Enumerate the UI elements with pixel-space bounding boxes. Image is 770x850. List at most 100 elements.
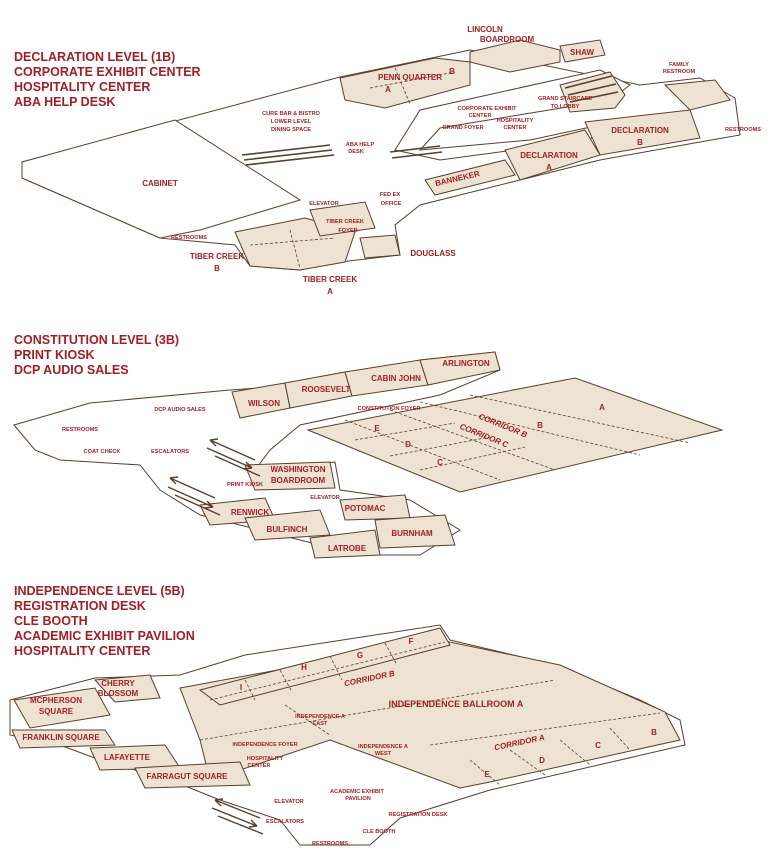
room-penn-quarter (339, 57, 471, 109)
label-escalators: ESCALATORS (266, 819, 304, 825)
label-family-restroom-1: FAMILY (669, 62, 689, 68)
label-elevator: ELEVATOR (274, 799, 304, 805)
independence-level: INDEPENDENCE LEVEL (5B) REGISTRATION DES… (9, 584, 686, 847)
label-tiber-creek-b-1: TIBER CREEK (190, 252, 244, 261)
label-lafayette: LAFAYETTE (104, 753, 151, 762)
label-washington-boardroom-2: BOARDROOM (271, 476, 326, 485)
label-salon-f: F (409, 637, 414, 646)
label-tiber-creek-foyer-2: FOYER (338, 228, 357, 234)
room-declaration-b (584, 109, 701, 156)
label-tiber-creek-a-2: A (327, 287, 333, 296)
label-cure-bar-1: CURE BAR & BISTRO (262, 111, 320, 117)
label-washington-boardroom-1: WASHINGTON (271, 465, 326, 474)
level-5b-subtitle-4: HOSPITALITY CENTER (14, 644, 150, 658)
label-hospitality-center-2: CENTER (248, 763, 271, 769)
label-independence-foyer: INDEPENDENCE FOYER (232, 742, 297, 748)
room-washington-boardroom (244, 461, 336, 491)
label-roosevelt: ROOSEVELT (302, 385, 351, 394)
label-potomac: POTOMAC (345, 504, 386, 513)
label-fedex-office-2: OFFICE (381, 201, 402, 207)
room-cherry-blossom (93, 674, 161, 703)
label-mcpherson-square-1: MCPHERSON (30, 696, 82, 705)
label-corporate-exhibit-center-1: CORPORATE EXHIBIT (458, 106, 518, 112)
label-aba-help-desk-2: DESK (348, 149, 364, 155)
label-independence-a-west-2: WEST (375, 751, 392, 757)
label-print-kiosk: PRINT KIOSK (227, 482, 263, 488)
label-coat-check: COAT CHECK (84, 449, 121, 455)
label-burnham: BURNHAM (391, 529, 433, 538)
room-salons-f-to-i (198, 627, 451, 706)
room-bulfinch (244, 509, 331, 541)
label-grand-foyer: GRAND FOYER (442, 125, 483, 131)
label-room-e: E (374, 424, 380, 433)
label-room-e: E (484, 770, 490, 779)
label-grand-staircase-2: TO LOBBY (551, 104, 580, 110)
label-declaration-b-2: B (637, 138, 643, 147)
label-penn-a: A (385, 85, 391, 94)
label-lincoln-boardroom-2: BOARDROOM (480, 35, 535, 44)
label-tiber-creek-a-1: TIBER CREEK (303, 275, 357, 284)
constitution-level: CONSTITUTION LEVEL (3B) PRINT KIOSK DCP … (13, 333, 724, 559)
label-independence-a-east-2: EAST (313, 721, 329, 727)
label-fedex-office-1: FED EX (380, 192, 400, 198)
label-elevator: ELEVATOR (309, 201, 339, 207)
level-1b-title: DECLARATION LEVEL (1B) (14, 50, 175, 64)
label-room-a: A (599, 403, 605, 412)
label-family-restroom-2: RESTROOM (663, 69, 696, 75)
label-escalators: ESCALATORS (151, 449, 189, 455)
label-latrobe: LATROBE (328, 544, 367, 553)
room-banneker (424, 159, 516, 196)
label-salon-i: I (240, 683, 242, 692)
label-declaration-a-1: DECLARATION (520, 151, 578, 160)
label-elevator: ELEVATOR (310, 495, 340, 501)
level-5b-title: INDEPENDENCE LEVEL (5B) (14, 584, 185, 598)
label-hospitality-center-1: HOSPITALITY (497, 118, 534, 124)
declaration-level: DECLARATION LEVEL (1B) CORPORATE EXHIBIT… (14, 25, 761, 296)
room-douglass (359, 234, 401, 259)
label-tiber-creek-b-2: B (214, 264, 220, 273)
label-penn-b: B (449, 67, 455, 76)
label-penn-quarter: PENN QUARTER (378, 73, 442, 82)
label-corporate-exhibit-center-2: CENTER (469, 113, 492, 119)
label-cherry-blossom-2: BLOSSOM (98, 689, 139, 698)
label-cure-bar-3: DINING SPACE (271, 127, 311, 133)
label-aba-help-desk-1: ABA HELP (346, 142, 375, 148)
room-burnham (374, 514, 456, 549)
level-5b-escalator-arrows (211, 798, 264, 835)
level-5b-subtitle-1: REGISTRATION DESK (14, 599, 146, 613)
label-shaw: SHAW (570, 48, 594, 57)
room-family-restroom (663, 79, 731, 111)
label-mcpherson-square-2: SQUARE (39, 707, 74, 716)
label-cherry-blossom-1: CHERRY (101, 679, 135, 688)
label-cabin-john: CABIN JOHN (371, 374, 421, 383)
room-shaw (559, 39, 606, 63)
grand-staircase-steps (559, 71, 626, 113)
level-3b-title: CONSTITUTION LEVEL (3B) (14, 333, 179, 347)
label-restrooms-right: RESTROOMS (725, 127, 761, 133)
label-room-d: D (539, 756, 545, 765)
label-hospitality-center-1: HOSPITALITY (247, 756, 284, 762)
level-5b-subtitle-3: ACADEMIC EXHIBIT PAVILION (14, 629, 195, 643)
label-academic-exhibit-pavilion-1: ACADEMIC EXHIBIT (330, 789, 384, 795)
label-douglass: DOUGLASS (410, 249, 456, 258)
label-tiber-creek-foyer-1: TIBER CREEK (326, 219, 364, 225)
label-constitution-foyer: CONSTITUTION FOYER (358, 406, 421, 412)
label-room-c: C (595, 741, 601, 750)
level-3b-subtitle-2: DCP AUDIO SALES (14, 363, 129, 377)
label-grand-staircase-1: GRAND STAIRCASE (538, 96, 592, 102)
label-registration-desk: REGISTRATION DESK (389, 812, 448, 818)
label-room-b: B (651, 728, 657, 737)
label-independence-ballroom-a: INDEPENDENCE BALLROOM A (389, 699, 524, 709)
label-lincoln-boardroom-1: LINCOLN (467, 25, 503, 34)
room-constitution-ballroom (306, 377, 724, 493)
level-1b-subtitle-1: CORPORATE EXHIBIT CENTER (14, 65, 201, 79)
label-independence-a-west-1: INDEPENDENCE A (358, 744, 408, 750)
level-1b-escalators (241, 144, 443, 166)
room-farragut-square (134, 761, 251, 789)
label-bulfinch: BULFINCH (267, 525, 308, 534)
level-3b-subtitle-1: PRINT KIOSK (14, 348, 95, 362)
level-3b-escalator-arrows (167, 438, 261, 516)
label-salon-g: G (357, 651, 363, 660)
level-1b-subtitle-2: HOSPITALITY CENTER (14, 80, 150, 94)
